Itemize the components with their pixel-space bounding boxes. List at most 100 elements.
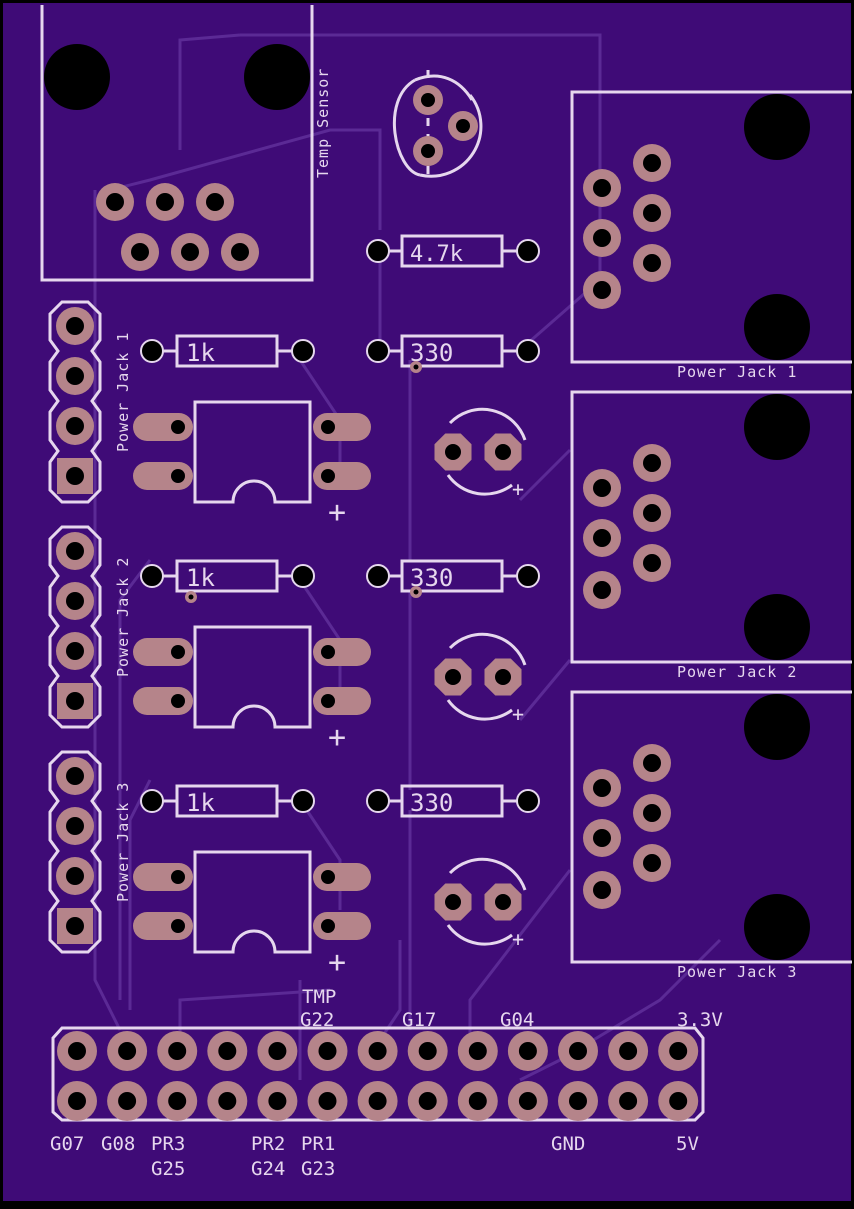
drill-hole-icon: [66, 767, 84, 785]
drill-hole-icon: [66, 417, 84, 435]
drill-hole-icon: [188, 594, 194, 600]
drill-hole-icon: [321, 645, 335, 659]
drill-hole-icon: [593, 179, 611, 197]
drill-hole-icon: [445, 894, 461, 910]
via-icon: [516, 239, 540, 263]
via-icon: [291, 789, 315, 813]
drill-hole-icon: [643, 804, 661, 822]
drill-hole-icon: [643, 454, 661, 472]
header-label-g04: G04: [500, 1009, 534, 1031]
drill-hole-icon: [643, 254, 661, 272]
header-label-g23: G23: [301, 1158, 335, 1180]
mounting-hole-icon: [744, 394, 810, 460]
drill-hole-icon: [171, 870, 185, 884]
resistor-1k-c-label: 1k: [186, 789, 215, 817]
drill-hole-icon: [231, 243, 249, 261]
drill-hole-icon: [569, 1092, 587, 1110]
drill-hole-icon: [66, 917, 84, 935]
mounting-hole-icon: [44, 44, 110, 110]
header-label-pr1: PR1: [301, 1133, 335, 1155]
traces: [93, 33, 722, 1082]
drill-hole-icon: [268, 1092, 287, 1110]
drill-hole-icon: [321, 919, 335, 933]
drill-hole-icon: [468, 1042, 487, 1060]
drill-hole-icon: [181, 243, 199, 261]
drill-hole-icon: [106, 193, 124, 211]
drill-hole-icon: [643, 154, 661, 172]
drill-hole-icon: [418, 1042, 437, 1060]
drill-hole-icon: [168, 1092, 187, 1110]
drill-hole-icon: [593, 829, 611, 847]
board-surface: [3, 3, 851, 1201]
drill-hole-icon: [518, 1042, 537, 1060]
header-label-g24: G24: [251, 1158, 285, 1180]
drill-hole-icon: [318, 1092, 337, 1110]
power-jack-right-1: [570, 90, 852, 364]
drill-hole-icon: [118, 1042, 137, 1060]
header-label-g07: G07: [50, 1133, 84, 1155]
drill-hole-icon: [413, 589, 419, 595]
plus-label-2: +: [328, 720, 346, 755]
drill-hole-icon: [171, 645, 185, 659]
resistor-1k-a-label: 1k: [186, 339, 215, 367]
drill-hole-icon: [569, 1042, 587, 1060]
resistor-4-7k-label: 4.7k: [410, 242, 463, 267]
mounting-hole-icon: [744, 94, 810, 160]
drill-hole-icon: [593, 479, 611, 497]
drill-hole-icon: [206, 193, 224, 211]
power-jack-1-right-label: Power Jack 1: [677, 363, 797, 381]
drill-hole-icon: [593, 581, 611, 599]
drill-hole-icon: [593, 229, 611, 247]
via-icon: [516, 339, 540, 363]
drill-hole-icon: [66, 817, 84, 835]
drill-hole-icon: [268, 1042, 287, 1060]
drill-hole-icon: [643, 854, 661, 872]
transistor-outlines: [193, 400, 312, 954]
power-jack-2-right-label: Power Jack 2: [677, 663, 797, 681]
drill-hole-icon: [66, 692, 84, 710]
gpio-header-outline: [51, 1026, 705, 1122]
drill-hole-icon: [368, 1042, 387, 1060]
drill-hole-icon: [421, 93, 435, 107]
drill-hole-icon: [66, 542, 84, 560]
via-icon: [516, 564, 540, 588]
header-label-pr2: PR2: [251, 1133, 285, 1155]
drill-hole-icon: [171, 919, 185, 933]
via-icon: [516, 789, 540, 813]
power-jack-2-left-label: Power Jack 2: [114, 557, 132, 677]
temp-sensor-label: Temp Sensor: [314, 68, 332, 178]
drill-hole-icon: [66, 867, 84, 885]
drill-hole-icon: [456, 119, 470, 133]
drill-hole-icon: [643, 554, 661, 572]
drill-hole-icon: [66, 467, 84, 485]
drill-hole-icon: [218, 1042, 237, 1060]
via-icon: [140, 339, 164, 363]
mounting-hole-icon: [744, 694, 810, 760]
drill-hole-icon: [643, 204, 661, 222]
via-icon: [291, 339, 315, 363]
header-label-g25: G25: [151, 1158, 185, 1180]
resistor-outlines: [160, 234, 518, 818]
drill-hole-icon: [421, 144, 435, 158]
drill-hole-icon: [619, 1092, 638, 1110]
drill-hole-icon: [495, 669, 511, 685]
header-label-g17: G17: [402, 1009, 436, 1031]
drill-hole-icon: [66, 642, 84, 660]
drill-hole-icon: [131, 243, 149, 261]
drill-hole-icon: [669, 1042, 688, 1060]
drill-hole-icon: [593, 881, 611, 899]
drill-hole-icon: [66, 367, 84, 385]
drill-hole-icon: [321, 694, 335, 708]
led-plus-3: +: [512, 927, 524, 951]
drill-hole-icon: [669, 1092, 688, 1110]
drill-hole-icon: [445, 444, 461, 460]
power-jack-3-left-label: Power Jack 3: [114, 782, 132, 902]
drill-hole-icon: [321, 420, 335, 434]
oblong-pad-icon: [313, 912, 371, 940]
drill-hole-icon: [368, 1092, 387, 1110]
drill-hole-icon: [118, 1092, 137, 1110]
led-plus-1: +: [512, 477, 524, 501]
led-outlines: [446, 407, 527, 946]
oblong-pad-icon: [313, 638, 371, 666]
drill-hole-icon: [156, 193, 174, 211]
